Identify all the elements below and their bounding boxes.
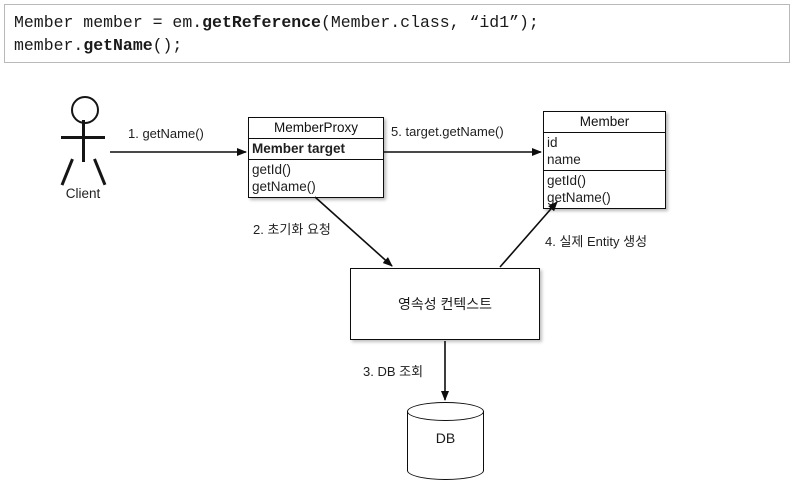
class-method-row: getId() [547, 173, 587, 188]
code-snippet-box: Member member = em.getReference(Member.c… [4, 4, 790, 63]
flow-label-step-4: 4. 실제 Entity 생성 [545, 234, 648, 249]
class-box-memberproxy: MemberProxy Member target getId() getNam… [248, 117, 384, 198]
flow-label-step-5: 5. target.getName() [391, 124, 504, 139]
class-methods-member: getId() getName() [544, 171, 665, 208]
flow-label-step-3: 3. DB 조회 [363, 364, 424, 379]
node-database-cylinder: DB [407, 402, 484, 480]
code-line-2-prefix: member. [14, 36, 84, 55]
actor-arms-icon [61, 136, 105, 139]
actor-body-icon [82, 120, 85, 162]
actor-head-icon [71, 96, 99, 124]
class-title-member: Member [544, 112, 665, 133]
code-line-2-bold: getName [83, 36, 153, 55]
flow-label-step-1: 1. getName() [128, 126, 204, 141]
class-box-member: Member id name getId() getName() [543, 111, 666, 209]
code-line-1: Member member = em.getReference(Member.c… [14, 11, 789, 34]
node-persistence-context: 영속성 컨텍스트 [350, 268, 540, 340]
class-methods-memberproxy: getId() getName() [249, 160, 383, 197]
flow-label-step-2: 2. 초기화 요청 [253, 222, 331, 237]
code-line-1-suffix: (Member.class, “id1”); [320, 13, 539, 32]
class-attributes-member: id name [544, 133, 665, 171]
actor-leg-right-icon [93, 158, 106, 186]
database-cylinder-body [407, 411, 484, 471]
database-label: DB [435, 430, 456, 446]
actor-leg-left-icon [60, 158, 74, 186]
actor-label: Client [65, 186, 101, 201]
class-attribute-row: Member target [252, 141, 346, 156]
database-cylinder-top-icon [407, 402, 484, 421]
code-line-1-prefix: Member member = em. [14, 13, 203, 32]
class-method-row: getId() [252, 162, 292, 177]
class-method-row: getName() [252, 179, 316, 194]
class-attributes-memberproxy: Member target [249, 139, 383, 160]
actor-client: Client [50, 96, 130, 211]
code-line-2-suffix: (); [152, 36, 183, 55]
class-method-row: getName() [547, 190, 611, 205]
code-line-2: member.getName(); [14, 34, 789, 57]
class-attribute-row: name [547, 152, 581, 167]
class-title-memberproxy: MemberProxy [249, 118, 383, 139]
class-attribute-row: id [547, 135, 558, 150]
code-line-1-bold: getReference [202, 13, 321, 32]
persistence-context-label: 영속성 컨텍스트 [397, 296, 493, 312]
